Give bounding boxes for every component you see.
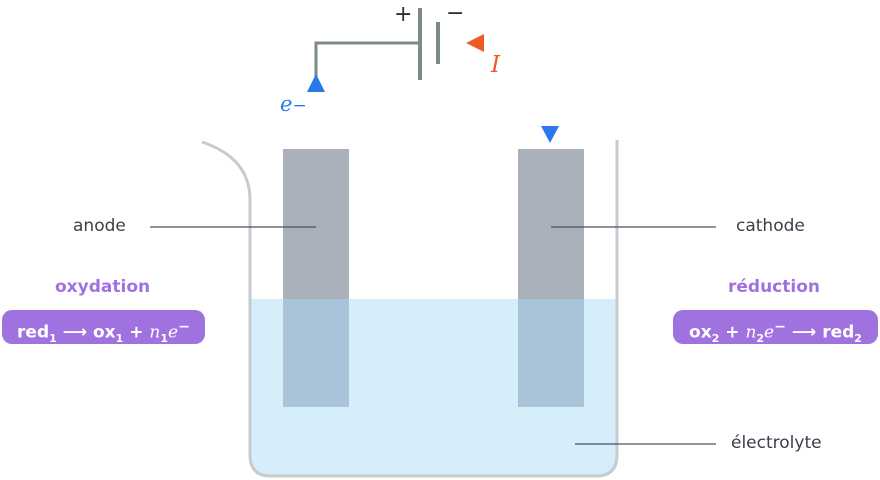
reduction-e: e xyxy=(764,322,775,343)
oxidation-ox: ox xyxy=(93,322,116,343)
anode-electrode-submerged xyxy=(283,299,349,407)
oxidation-e-charge: − xyxy=(178,319,190,335)
reduction-n-index: 2 xyxy=(756,332,765,346)
cathode-electrode xyxy=(518,149,584,299)
current-label: I xyxy=(491,52,501,78)
electron-arrow-cathode xyxy=(541,126,559,143)
oxidation-ox-index: 1 xyxy=(115,332,124,346)
oxidation-n-index: 1 xyxy=(160,332,169,346)
battery-plus-sign: + xyxy=(394,2,413,27)
reduction-red: red xyxy=(822,322,855,343)
electron-label: e− xyxy=(280,92,307,116)
beaker xyxy=(201,140,619,478)
reduction-n: n xyxy=(745,322,757,343)
electron-arrow xyxy=(307,74,325,92)
reduction-title: réduction xyxy=(728,277,820,297)
oxidation-red: red xyxy=(17,322,50,343)
battery-minus-sign: − xyxy=(446,1,465,26)
anode-label: anode xyxy=(73,216,126,236)
oxidation-equation: red1 ⟶ ox1 + n1e− xyxy=(2,310,205,346)
reduction-arrow: ⟶ xyxy=(791,322,817,343)
electron-superscript: − xyxy=(292,96,307,116)
oxidation-title: oxydation xyxy=(55,277,151,297)
anode-electrode xyxy=(283,149,349,299)
reduction-ox-index: 2 xyxy=(711,332,720,346)
current-arrow xyxy=(466,34,484,52)
cathode-electrode-submerged xyxy=(518,299,584,407)
oxidation-plus: + xyxy=(129,322,144,343)
reduction-red-index: 2 xyxy=(854,332,862,346)
cathode-label: cathode xyxy=(736,216,805,236)
reduction-e-charge: − xyxy=(774,319,786,335)
oxidation-red-index: 1 xyxy=(49,332,57,346)
electron-symbol: e xyxy=(280,92,293,116)
reduction-equation: ox2 + n2e− ⟶ red2 xyxy=(673,310,878,346)
electrolyte-label: électrolyte xyxy=(731,433,822,453)
oxidation-e: e xyxy=(168,322,179,343)
oxidation-n: n xyxy=(149,322,161,343)
reduction-plus: + xyxy=(725,322,740,343)
oxidation-arrow: ⟶ xyxy=(62,322,88,343)
reduction-ox: ox xyxy=(689,322,712,343)
